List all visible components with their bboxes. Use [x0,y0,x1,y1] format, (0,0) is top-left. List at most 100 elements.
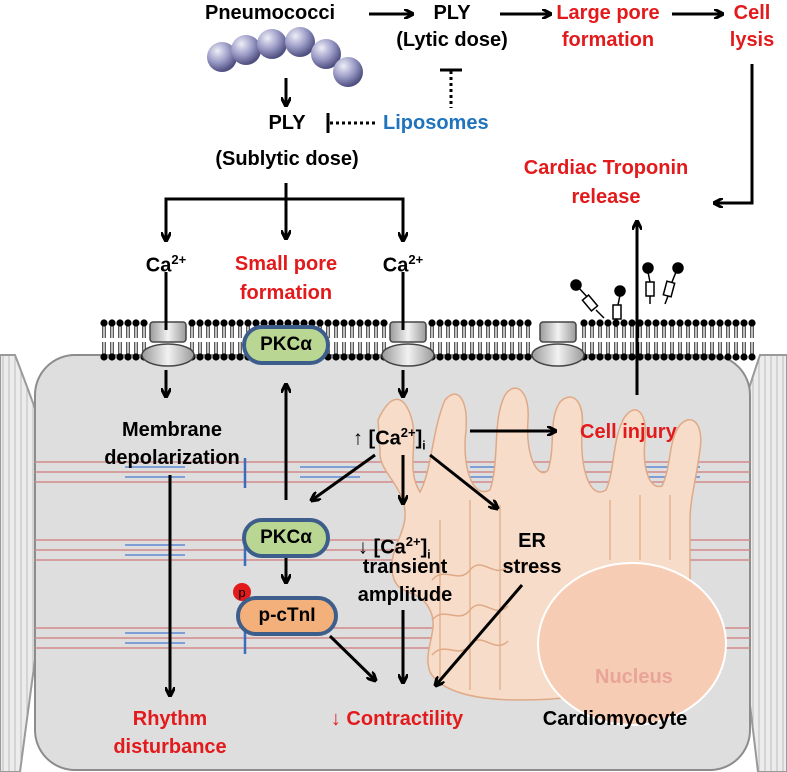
lipid-head [508,353,516,361]
lipid-tail [214,342,218,354]
lipid-head [524,353,532,361]
lipid-tail [510,342,514,354]
cell-lysis-label-2: lysis [729,29,775,51]
lipid-head [116,319,124,327]
lipid-tail [598,342,602,354]
lipid-tail [670,326,674,338]
lipid-head [668,353,676,361]
lipid-head [524,319,532,327]
lipid-tail [190,326,194,338]
lipid-head [644,319,652,327]
lipid-tail [654,342,658,354]
nucleus [537,562,727,726]
bacteria-chain-icon [207,27,363,87]
lipid-head [260,319,268,327]
ion-channel-icon [141,321,585,367]
lipid-tail [718,326,722,338]
lipid-head [492,319,500,327]
lipid-head [676,319,684,327]
lipid-tail [238,342,242,354]
lipid-tail [710,326,714,338]
large-pore-label: Large pore [556,2,660,24]
lipid-tail [598,326,602,338]
lipid-head [380,319,388,327]
liposomes-label: Liposomes [383,112,489,134]
lipid-head [276,319,284,327]
lipid-head [484,319,492,327]
lipid-tail [670,342,674,354]
lipid-tail [366,326,370,338]
lipid-head [500,319,508,327]
lipid-tail [478,326,482,338]
lipid-head [436,353,444,361]
lipid-tail [646,342,650,354]
troponin-molecules [570,262,684,328]
lipid-head [724,319,732,327]
lipid-tail [678,326,682,338]
transient-label: transient [362,556,448,578]
lipid-head [228,353,236,361]
lipid-tail [662,326,666,338]
lipid-head [708,319,716,327]
er-label-2: stress [502,556,562,578]
lipid-head [588,319,596,327]
lipid-head [508,319,516,327]
lytic-dose-label: (Lytic dose) [396,29,508,51]
pctni-pill: p-cTnI [236,596,338,636]
lipid-head [452,319,460,327]
membrane-depol-label-2: depolarization [104,447,240,469]
lipid-head [612,353,620,361]
lipid-head [516,319,524,327]
lipid-head [700,353,708,361]
lipid-head [716,353,724,361]
lipid-head [644,353,652,361]
lipid-tail [694,326,698,338]
lipid-head [708,353,716,361]
ca-i-up-label: ↑ [Ca2+]i [353,425,426,453]
lipid-head [348,319,356,327]
lipid-head [740,319,748,327]
lipid-head [588,353,596,361]
lipid-tail [486,326,490,338]
lipid-tail [342,326,346,338]
lipid-tail [230,342,234,354]
lipid-tail [462,342,466,354]
lipid-head [652,353,660,361]
lipid-tail [446,326,450,338]
lipid-tail [470,326,474,338]
lipid-tail [102,342,106,354]
lipid-head [116,353,124,361]
lipid-tail [518,326,522,338]
lipid-tail [742,342,746,354]
lipid-tail [350,342,354,354]
ca-right-label: Ca2+ [382,252,424,277]
lipid-head [324,319,332,327]
lipid-tail [134,326,138,338]
lipid-head [340,353,348,361]
lipid-head [620,353,628,361]
large-pore-label-2: formation [561,29,655,51]
lipid-head [356,353,364,361]
lipid-head [620,319,628,327]
lipid-tail [518,342,522,354]
lipid-tail [118,342,122,354]
cardiomyocyte-label: Cardiomyocyte [542,708,688,730]
arrow-er-contract [436,584,524,685]
lipid-tail [614,326,618,338]
lipid-tail [614,342,618,354]
lipid-head [604,319,612,327]
lipid-head [212,319,220,327]
lipid-tail [470,342,474,354]
lipid-head [332,353,340,361]
cell-injury-label: Cell injury [580,421,677,443]
lipid-tail [750,326,754,338]
lipid-head [460,319,468,327]
lipid-head [492,353,500,361]
lipid-head [268,319,276,327]
lipid-head [236,319,244,327]
lipid-tail [110,326,114,338]
lipid-head [484,353,492,361]
lipid-head [212,353,220,361]
arrow-ca-er [429,453,497,508]
lipid-tail [206,342,210,354]
